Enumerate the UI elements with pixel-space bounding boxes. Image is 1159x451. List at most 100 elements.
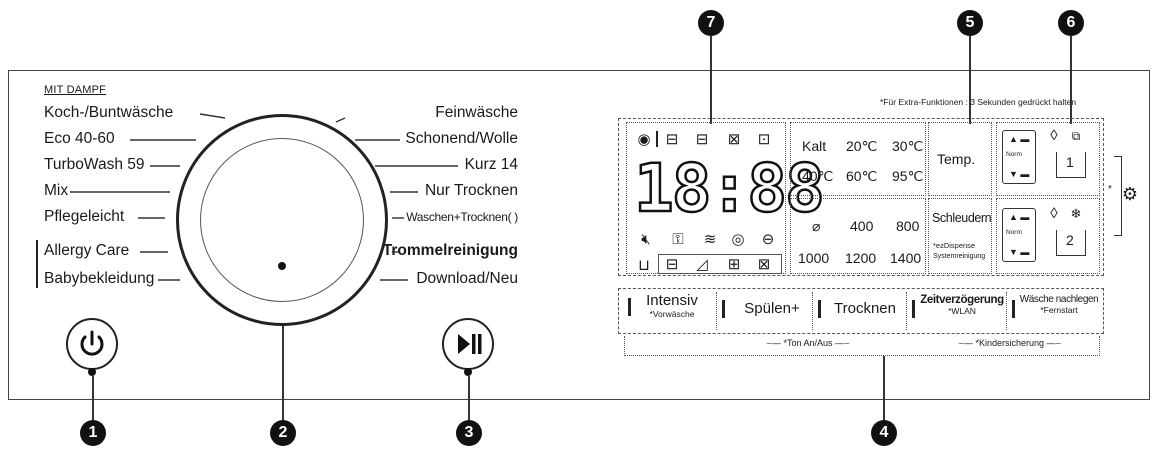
steam-label: MIT DAMPF <box>44 84 107 96</box>
callout-1-line <box>92 376 94 420</box>
bracket-left-icon: ⌣— <box>958 338 973 348</box>
dispenser-1-number: 1 <box>1066 154 1074 170</box>
play-pause-icon <box>458 334 482 354</box>
option-divider <box>1006 292 1008 330</box>
dispenser-1-norm: Norm <box>1006 151 1022 158</box>
spin-1200: 1200 <box>845 250 877 266</box>
shirt-tag-icon: ⊡ <box>757 131 771 148</box>
option-spuelen[interactable]: Spülen+ <box>744 300 800 317</box>
cycle-status-box <box>658 254 782 274</box>
option-indicator <box>912 300 915 318</box>
spin-icon: ⊞ <box>727 256 741 273</box>
option-zeitverzoegerung[interactable]: Zeitverzögerung *WLAN <box>920 294 1004 316</box>
spin-button-label: Schleudern <box>932 211 992 225</box>
callout-5: 5 <box>957 10 983 36</box>
program-mix: Mix <box>44 182 69 199</box>
callout-5-line <box>969 36 971 124</box>
program-kurz-14: Kurz 14 <box>464 156 518 173</box>
program-koch-buntwaesche: Koch-/Buntwäsche <box>44 104 174 121</box>
program-nur-trocknen: Nur Trocknen <box>424 182 518 199</box>
dial-center-dot <box>278 262 286 270</box>
down-arrow-icon: ▼ ▬ <box>1009 247 1030 257</box>
callout-6-line <box>1070 36 1072 124</box>
program-allergy-care: Allergy Care <box>44 242 130 259</box>
detergent-drop-icon: ◊ <box>1050 127 1058 144</box>
wash-icon: ⊟ <box>665 256 679 273</box>
option-zeitverzoegerung-sub: *WLAN <box>948 306 976 316</box>
bracket-left-icon: ⌣— <box>766 338 781 348</box>
power-dot <box>88 368 96 376</box>
spin-values-box <box>790 198 926 274</box>
option-intensiv-label: Intensiv <box>646 292 698 309</box>
combo-child-lock-label: *Kindersicherung <box>975 338 1044 348</box>
program-download-neu: Download/Neu <box>416 270 518 287</box>
dry-icon: ⊠ <box>757 256 771 273</box>
combo-sound-label: *Ton An/Aus <box>783 338 833 348</box>
combo-keys-frame <box>624 336 1100 356</box>
detergent-drop-icon: ◊ <box>1050 205 1058 222</box>
temp-95: 95℃ <box>892 168 924 184</box>
power-button[interactable] <box>66 318 118 370</box>
temp-button[interactable]: Temp. <box>928 122 992 196</box>
options-bar <box>618 288 1104 334</box>
down-arrow-icon: ▼ ▬ <box>1009 169 1030 179</box>
program-trommelreinigung: Trommelreinigung <box>382 242 518 259</box>
option-waesche-nachlegen[interactable]: Wäsche nachlegen *Fernstart <box>1018 294 1100 315</box>
rinse-icon: ◿ <box>696 256 708 273</box>
program-babybekleidung: Babybekleidung <box>44 270 155 287</box>
spin-none: ⌀ <box>812 218 821 234</box>
steam-bracket <box>36 240 38 288</box>
option-waesche-nachlegen-sub: *Fernstart <box>1040 305 1078 315</box>
power-icon <box>80 330 104 356</box>
callout-2-line <box>282 266 284 420</box>
tag-icon: ◉ <box>637 131 651 148</box>
gear-mark: * <box>1108 184 1112 195</box>
basket-icon: ⊟ <box>665 131 679 148</box>
basket-steam-icon: ⊟ <box>695 131 709 148</box>
child-lock-icon: ⚿ <box>672 231 684 248</box>
callout-7-line <box>710 36 712 124</box>
time-digits: 18:88 <box>633 150 826 227</box>
start-pause-button[interactable] <box>442 318 494 370</box>
option-indicator <box>722 300 725 318</box>
dispenser-2-number: 2 <box>1066 232 1074 248</box>
callout-1: 1 <box>80 420 106 446</box>
extra-function-note: *Für Extra-Funktionen : 3 Sekunden gedrü… <box>880 97 1077 107</box>
temp-60: 60℃ <box>846 168 878 184</box>
shirt-icon: ⊠ <box>727 131 741 148</box>
dispenser-2-selector[interactable]: ▲ ▬ Norm ▼ ▬ <box>1002 208 1036 262</box>
snowflake-icon: ❄ <box>1070 206 1082 221</box>
up-arrow-icon: ▲ ▬ <box>1009 212 1030 222</box>
display-frame <box>618 118 1104 276</box>
dispenser-1-selector[interactable]: ▲ ▬ Norm ▼ ▬ <box>1002 130 1036 184</box>
option-indicator <box>1012 300 1015 318</box>
program-waschen-trocknen: Waschen+Trocknen( ) <box>406 210 518 224</box>
program-eco-40-60: Eco 40-60 <box>44 130 115 147</box>
option-waesche-nachlegen-label: Wäsche nachlegen <box>1019 294 1099 305</box>
option-intensiv[interactable]: Intensiv *Vorwäsche <box>636 292 708 319</box>
spin-800: 800 <box>896 218 920 234</box>
dispenser-2-panel[interactable] <box>996 198 1100 274</box>
callout-2: 2 <box>270 420 296 446</box>
temp-40: 40℃ <box>802 168 834 184</box>
option-intensiv-sub: *Vorwäsche <box>649 309 695 319</box>
dispenser-1-panel[interactable] <box>996 122 1100 196</box>
softener-icon: ⧉ <box>1071 129 1081 143</box>
program-schonend-wolle: Schonend/Wolle <box>405 130 518 147</box>
temp-kalt: Kalt <box>802 138 827 154</box>
callout-6: 6 <box>1058 10 1084 36</box>
temp-button-label: Temp. <box>937 151 976 167</box>
tub-icon: ⊔ <box>638 257 650 274</box>
bracket-right-icon: —⌣ <box>835 338 850 348</box>
bracket-right-icon: —⌣ <box>1046 338 1062 348</box>
smart-diagnosis-icon: ◎ <box>731 231 745 248</box>
option-trocknen[interactable]: Trocknen <box>834 300 896 317</box>
option-indicator <box>628 298 631 316</box>
dispenser-2-norm: Norm <box>1006 229 1022 236</box>
spin-400: 400 <box>850 218 874 234</box>
spin-button[interactable]: Schleudern *ezDispense Systemreinigung <box>928 198 992 274</box>
callout-3-line <box>468 376 470 420</box>
mute-icon: 🔇︎ <box>641 231 651 248</box>
gear-icon: ⚙ <box>1121 184 1139 204</box>
